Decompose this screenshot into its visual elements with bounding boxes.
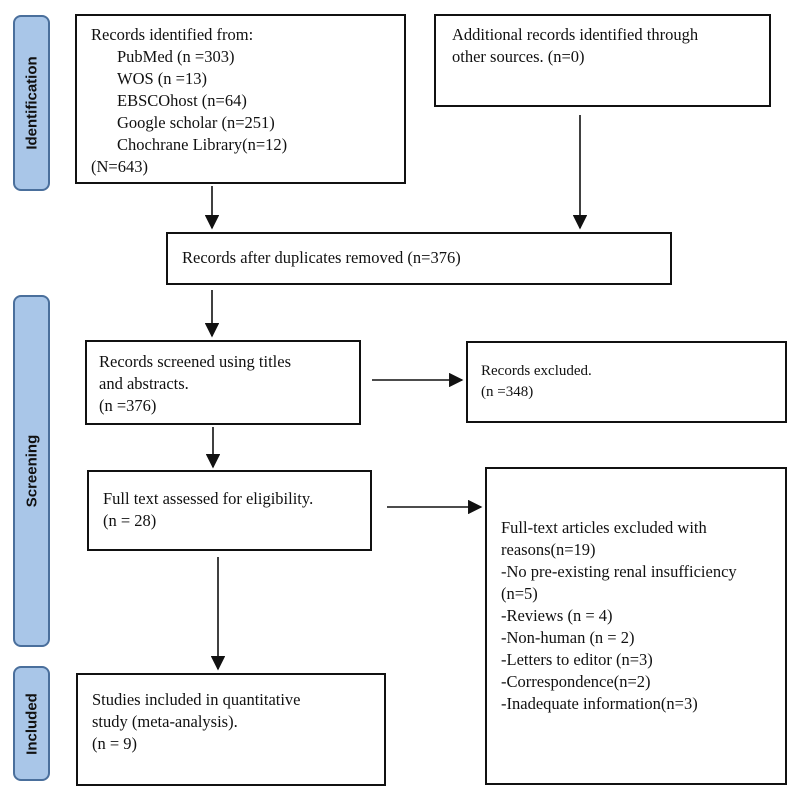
screened-line: and abstracts. bbox=[99, 374, 189, 393]
screened-line: (n =376) bbox=[99, 396, 157, 415]
fulltext-excluded-line: -Non-human (n = 2) bbox=[501, 628, 635, 647]
records-identified-total: (N=643) bbox=[91, 157, 148, 176]
fulltext-excluded-line: -Letters to editor (n=3) bbox=[501, 650, 653, 669]
source-line: WOS (n =13) bbox=[117, 69, 207, 88]
fulltext-excluded-line: -Inadequate information(n=3) bbox=[501, 694, 698, 713]
source-line: Chochrane Library(n=12) bbox=[117, 135, 288, 154]
additional-records-line: other sources. (n=0) bbox=[452, 47, 585, 66]
fulltext-excluded-box: Full-text articles excluded with reasons… bbox=[485, 467, 787, 785]
excluded-line: Records excluded. bbox=[481, 363, 592, 379]
full-text-line: Full text assessed for eligibility. bbox=[103, 489, 314, 508]
records-excluded-box: Records excluded. (n =348) bbox=[466, 341, 787, 423]
after-duplicates-box: Records after duplicates removed (n=376) bbox=[166, 232, 672, 285]
additional-records-box: Additional records identified through ot… bbox=[434, 14, 771, 107]
phase-identification: Identification bbox=[13, 15, 50, 191]
records-identified-box: Records identified from: PubMed (n =303)… bbox=[75, 14, 406, 184]
phase-screening: Screening bbox=[13, 295, 50, 647]
included-line: (n = 9) bbox=[92, 734, 138, 753]
fulltext-excluded-line: -Correspondence(n=2) bbox=[501, 672, 651, 691]
source-line: Google scholar (n=251) bbox=[117, 113, 275, 132]
fulltext-excluded-line: -No pre-existing renal insufficiency bbox=[501, 562, 737, 581]
studies-included-box: Studies included in quantitative study (… bbox=[76, 673, 386, 786]
additional-records-line: Additional records identified through bbox=[452, 25, 699, 44]
phase-included: Included bbox=[13, 666, 50, 781]
after-duplicates-text: Records after duplicates removed (n=376) bbox=[182, 248, 461, 267]
included-line: study (meta-analysis). bbox=[92, 712, 238, 731]
source-line: PubMed (n =303) bbox=[117, 47, 235, 66]
fulltext-excluded-line: -Reviews (n = 4) bbox=[501, 606, 613, 625]
full-text-assessed-box: Full text assessed for eligibility. (n =… bbox=[87, 470, 372, 551]
records-identified-title: Records identified from: bbox=[91, 25, 254, 44]
screened-line: Records screened using titles bbox=[99, 352, 291, 371]
records-screened-box: Records screened using titles and abstra… bbox=[85, 340, 361, 425]
full-text-line: (n = 28) bbox=[103, 511, 157, 530]
included-line: Studies included in quantitative bbox=[92, 690, 301, 709]
fulltext-excluded-line: (n=5) bbox=[501, 584, 538, 603]
excluded-line: (n =348) bbox=[481, 384, 534, 400]
fulltext-excluded-line: reasons(n=19) bbox=[501, 540, 596, 559]
source-line: EBSCOhost (n=64) bbox=[117, 91, 247, 110]
fulltext-excluded-line: Full-text articles excluded with bbox=[501, 518, 707, 537]
